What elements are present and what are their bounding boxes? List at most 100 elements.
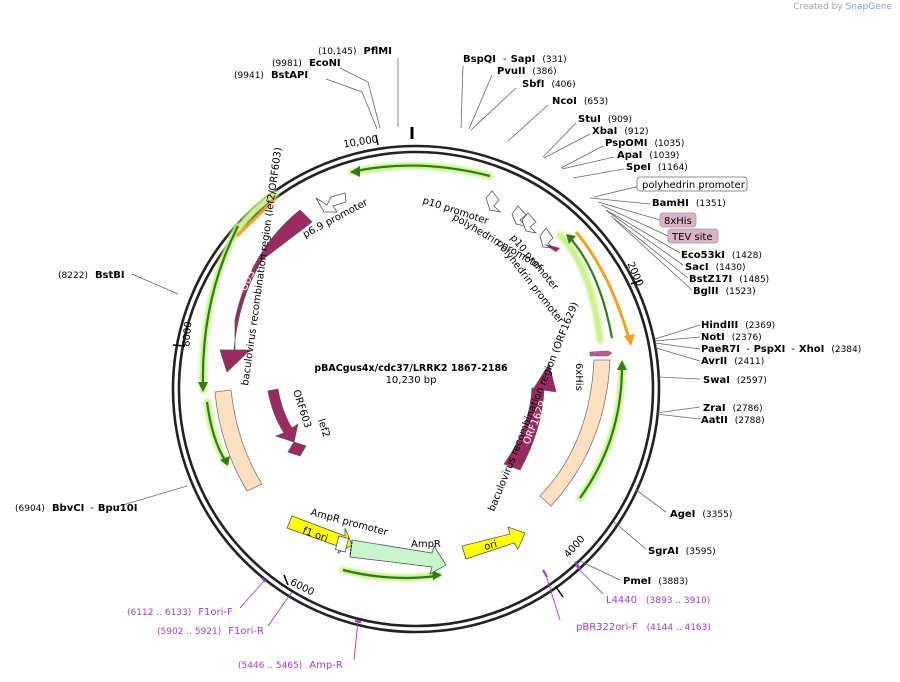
orf1629-feature [503,363,557,471]
polyhedrin-promoter-boxed-label: polyhedrin promoter [642,180,746,191]
leader-line [470,87,517,131]
plasmid-length: 10,230 bp [386,375,437,386]
leader-line [544,571,561,621]
leader-line [655,406,701,414]
site-bspqi-sapi: BspQI-SapI(331) [463,54,567,65]
site-swai: SwaI(2597) [703,375,767,386]
primer-pbr322ori-f: pBR322ori-F(4144 .. 4163) [576,622,711,633]
primer-mark-l4440 [574,561,581,570]
site-pflmi: (10,145)PflMI [318,46,392,57]
orf603-feature [267,388,299,443]
arrowhead-orf1629-a [566,234,576,244]
ampr-feature [349,539,447,575]
orange-arc-left [235,196,278,238]
plasmid-name: pBACgus4x/cdc37/LRRK2 1867-2186 [314,363,508,374]
green-arrowheads [198,166,627,580]
leader-line [589,197,651,205]
orf603-label: ORF603 [290,389,313,430]
leader-line [115,485,188,508]
ori-feature [461,526,526,560]
primer-labels: L4440(3893 .. 3910) pBR322ori-F(4144 .. … [127,595,711,671]
six-his-arrow [589,350,613,357]
his-tag-arrow [544,244,560,252]
primer-mark-f1ori-f [261,577,267,583]
leader-line [267,591,293,627]
watermark-prefix: Created by [793,2,843,12]
site-zrai: ZraI(2786) [703,403,763,414]
ampr-dotted-marker [349,541,353,557]
ampr-promoter-feature [334,535,350,553]
leader-line [655,347,701,362]
primer-f1ori-f: (6112 .. 6133)F1ori-F [127,607,233,618]
site-labels: (10,145)PflMI (9981)EcoNI (9941)BstAPI B… [15,46,861,587]
his8-label: 8xHis [664,216,692,227]
p69-promoter-arrow [315,192,347,213]
site-bbvci-bpu10i: (6904)BbvCI-Bpu10I [15,503,137,514]
six-his-label: 6xHis [573,363,584,391]
leader-line [610,215,689,279]
green-arrow-orf1629-b [579,365,624,499]
primer-mark-amp-r [354,619,362,624]
site-saci: SacI(1430) [685,262,746,273]
leader-line [460,65,464,129]
site-hindiii: HindIII(2369) [701,320,775,331]
arrowhead-lef2 [220,456,230,466]
primer-leader-lines [239,565,604,661]
ampr-label: AmpR [411,539,441,550]
site-aatii: AatII(2788) [701,415,765,426]
his8-box [659,212,697,228]
site-apai: ApaI(1039) [617,150,679,161]
green-arrow-lef2 [205,401,227,463]
primer-mark-pbr322ori-f [542,569,548,578]
site-paer7i-pspxi-xhoi: PaeR7I-PspXI-XhoI(2384) [701,344,861,355]
site-stui: StuI(909) [578,114,632,125]
leader-line [339,67,381,129]
leader-line [600,204,669,237]
arrowhead-p10 [350,166,360,177]
site-econi: (9981)EcoNI [272,58,341,69]
leader-line [635,489,667,513]
site-bstz17i: BstZ17I(1485) [689,274,769,285]
leader-line [597,201,661,221]
leader-line [613,218,693,291]
arrowhead-ampr [432,570,442,580]
site-ncoi: NcoI(653) [552,96,608,107]
primer-f1ori-r: (5902 .. 5921)F1ori-R [157,626,264,637]
leader-line [613,521,647,550]
site-pmei: PmeI(3883) [623,576,688,587]
leader-line [658,376,701,380]
site-eco53ki: Eco53kI(1428) [681,250,762,261]
lef2-region-label: baculovirus recombination region (lef2/O… [240,147,284,387]
leader-line [131,273,179,295]
orange-arc-right [574,231,632,343]
tick-mark [555,586,564,598]
polyhedrin-promoter-arrow-2 [539,227,555,249]
lef2-label: lef2 [315,418,331,439]
leader-line [605,209,681,254]
leader-line [507,104,549,142]
polyhedrin-promoter-box [636,176,748,192]
leader-line [542,122,577,158]
green-arrow-orf1629-a [569,237,614,339]
tick-mark [172,344,186,347]
leader-line [325,78,378,130]
leader-line [606,210,684,266]
p10-promoter-arrow [485,190,502,213]
backbone-inner [177,150,655,628]
leader-line [575,565,604,595]
leader-line [593,185,641,198]
green-arrow-p10 [355,164,491,178]
orf1629-recombination-region [539,359,611,507]
leader-line [543,133,591,159]
leader-line [577,559,621,581]
leader-line [654,336,701,342]
leader-line [353,620,359,661]
green-arrows [201,164,624,580]
site-sgrai: SgrAI(3595) [648,546,716,557]
site-agei: AgeI(3355) [670,509,732,520]
site-avrii: AvrII(2411) [701,356,764,367]
site-bstapi: (9941)BstAPI [234,70,308,81]
polyhedrin-promoter-arrow [511,205,528,227]
ori-label: ori [483,539,498,553]
